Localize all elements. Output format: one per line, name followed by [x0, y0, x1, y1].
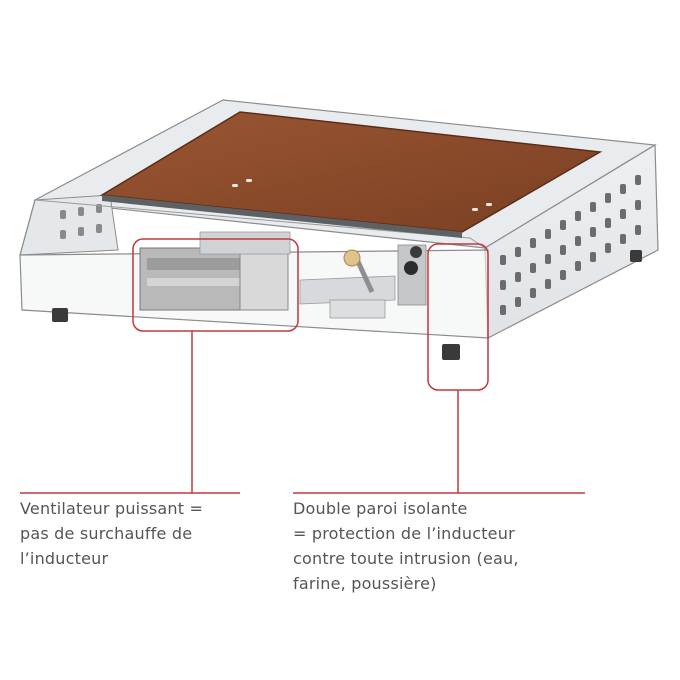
inner-components — [139, 231, 427, 319]
front-top-edge — [34, 199, 489, 251]
callout-line: contre toute intrusion (eau, — [293, 549, 519, 568]
front-edge-line — [19, 199, 36, 256]
foot-right-back — [630, 250, 642, 262]
fan-grille — [239, 251, 289, 311]
callout-line: l’inducteur — [20, 549, 109, 568]
double-wall-callout-text: Double paroi isolante = protection de l’… — [293, 496, 519, 596]
foot-left — [52, 308, 68, 322]
casing-left-wall — [19, 194, 119, 256]
connector-bottom — [404, 261, 418, 275]
left-wall-vents — [60, 204, 102, 239]
sensor-knob — [343, 249, 361, 267]
callout-line: pas de surchauffe de — [20, 524, 193, 543]
foot-right-front — [442, 344, 460, 360]
fan-highlight-box — [132, 238, 299, 332]
callout-line: = protection de l’inducteur — [293, 524, 515, 543]
fan-callout-text: Ventilateur puissant = pas de surchauffe… — [20, 496, 203, 571]
callout-line: farine, poussière) — [293, 574, 437, 593]
plate-markers — [232, 179, 492, 211]
casing-feet — [52, 250, 642, 360]
callout-line: Ventilateur puissant = — [20, 499, 204, 518]
callout-line: Double paroi isolante — [293, 499, 468, 518]
connector-top — [410, 246, 422, 258]
plate-rim — [102, 195, 462, 238]
right-wall-vents — [500, 175, 641, 315]
